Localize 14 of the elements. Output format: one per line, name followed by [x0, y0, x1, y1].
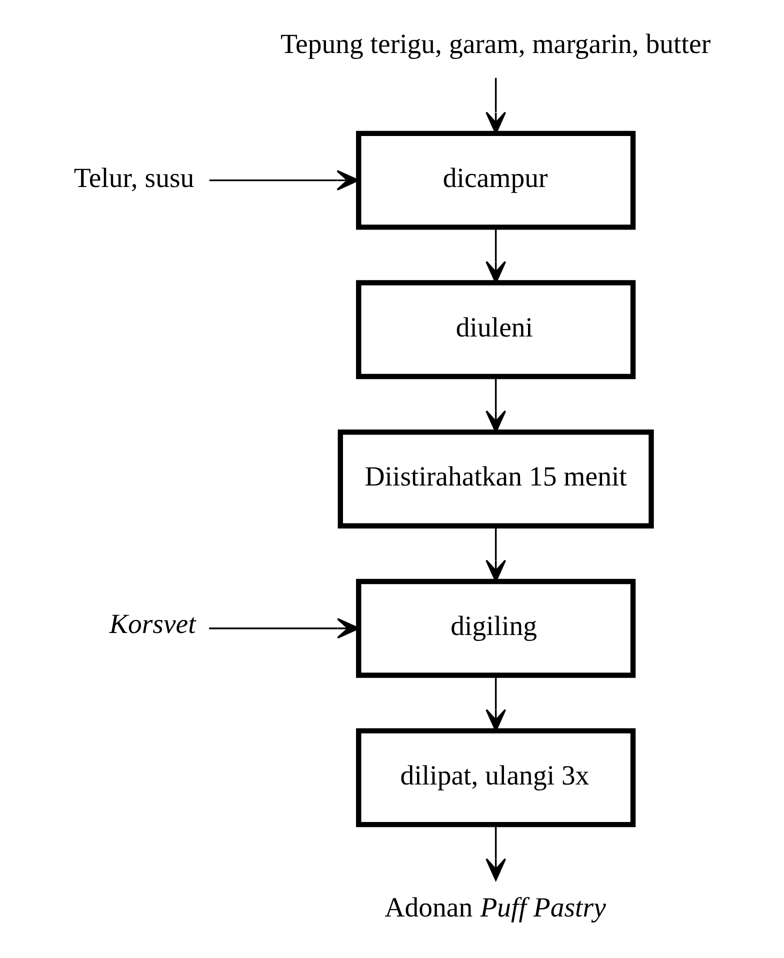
arrow: [208, 170, 359, 191]
node-box: dicampur: [356, 130, 636, 230]
node-text: Korsvet: [108, 609, 196, 640]
arrow: [485, 227, 506, 284]
node-box: digiling: [356, 578, 636, 678]
node-box: Diistirahatkan 15 menit: [337, 430, 654, 528]
node-text: Adonan Puff Pastry: [384, 892, 606, 924]
arrow: [485, 824, 506, 881]
node-box: dilipat, ulangi 3x: [356, 728, 636, 828]
arrow: [485, 675, 506, 732]
node-text: Telur, susu: [73, 162, 194, 194]
arrow: [208, 618, 359, 639]
node-text: Tepung terigu, garam, margarin, butter: [280, 29, 710, 60]
node-box: diuleni: [356, 280, 636, 380]
